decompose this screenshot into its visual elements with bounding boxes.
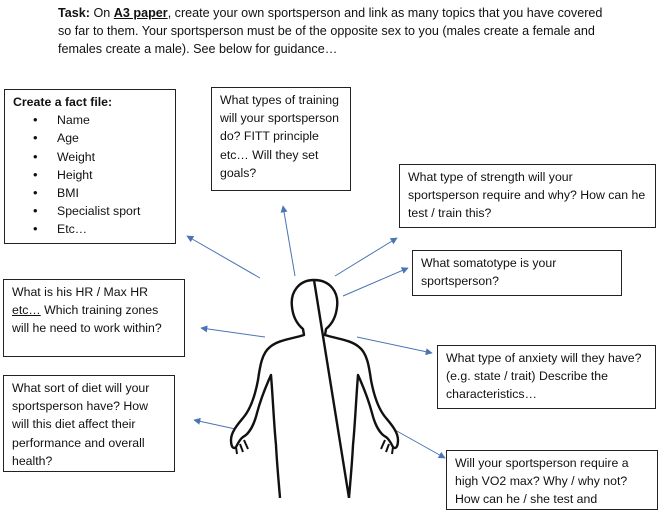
vo2-box: Will your sportsperson require a high VO… bbox=[446, 450, 658, 510]
list-item: Age bbox=[13, 129, 167, 147]
fact-file-title: Create a fact file: bbox=[13, 95, 113, 109]
list-item: BMI bbox=[13, 184, 167, 202]
vo2-text: Will your sportsperson require a high VO… bbox=[455, 456, 629, 507]
task-instructions: Task: On A3 paper, create your own sport… bbox=[58, 6, 603, 56]
arrow-to-somatotype bbox=[342, 267, 409, 297]
arrow-to-strength bbox=[334, 237, 398, 277]
anxiety-box: What type of anxiety will they have? (e.… bbox=[437, 345, 656, 409]
fact-file-box: Create a fact file: Name Age Weight Heig… bbox=[4, 89, 176, 244]
arrow-to-diet bbox=[193, 417, 241, 431]
fact-file-list: Name Age Weight Height BMI Specialist sp… bbox=[13, 111, 167, 239]
diagram-canvas bbox=[186, 205, 446, 498]
list-item: Etc… bbox=[13, 220, 167, 238]
left-hand-fingers bbox=[235, 439, 249, 455]
list-item: Height bbox=[13, 166, 167, 184]
right-hand-fingers bbox=[380, 439, 394, 455]
hr-text: What is his HR / Max HR etc… Which train… bbox=[12, 285, 162, 336]
diet-text: What sort of diet will your sportsperson… bbox=[12, 381, 150, 468]
diet-box: What sort of diet will your sportsperson… bbox=[3, 375, 175, 472]
arrow-to-fact-file bbox=[186, 235, 261, 279]
arrow-to-anxiety bbox=[356, 336, 433, 356]
list-item: Specialist sport bbox=[13, 202, 167, 220]
strength-box: What type of strength will your sportspe… bbox=[399, 164, 656, 228]
list-item: Weight bbox=[13, 148, 167, 166]
human-outline-figure bbox=[229, 278, 400, 498]
strength-text: What type of strength will your sportspe… bbox=[408, 170, 646, 221]
somatotype-box: What somatotype is your sportsperson? bbox=[412, 250, 622, 296]
somatotype-text: What somatotype is your sportsperson? bbox=[421, 256, 557, 289]
training-text: What types of training will your sportsp… bbox=[220, 93, 339, 180]
training-box: What types of training will your sportsp… bbox=[211, 87, 351, 191]
arrow-to-vo2 bbox=[394, 429, 446, 459]
anxiety-text: What type of anxiety will they have? (e.… bbox=[446, 351, 642, 402]
list-item: Name bbox=[13, 111, 167, 129]
arrow-to-training bbox=[280, 205, 296, 277]
hr-box: What is his HR / Max HR etc… Which train… bbox=[3, 279, 185, 357]
arrow-to-hr bbox=[200, 325, 266, 338]
